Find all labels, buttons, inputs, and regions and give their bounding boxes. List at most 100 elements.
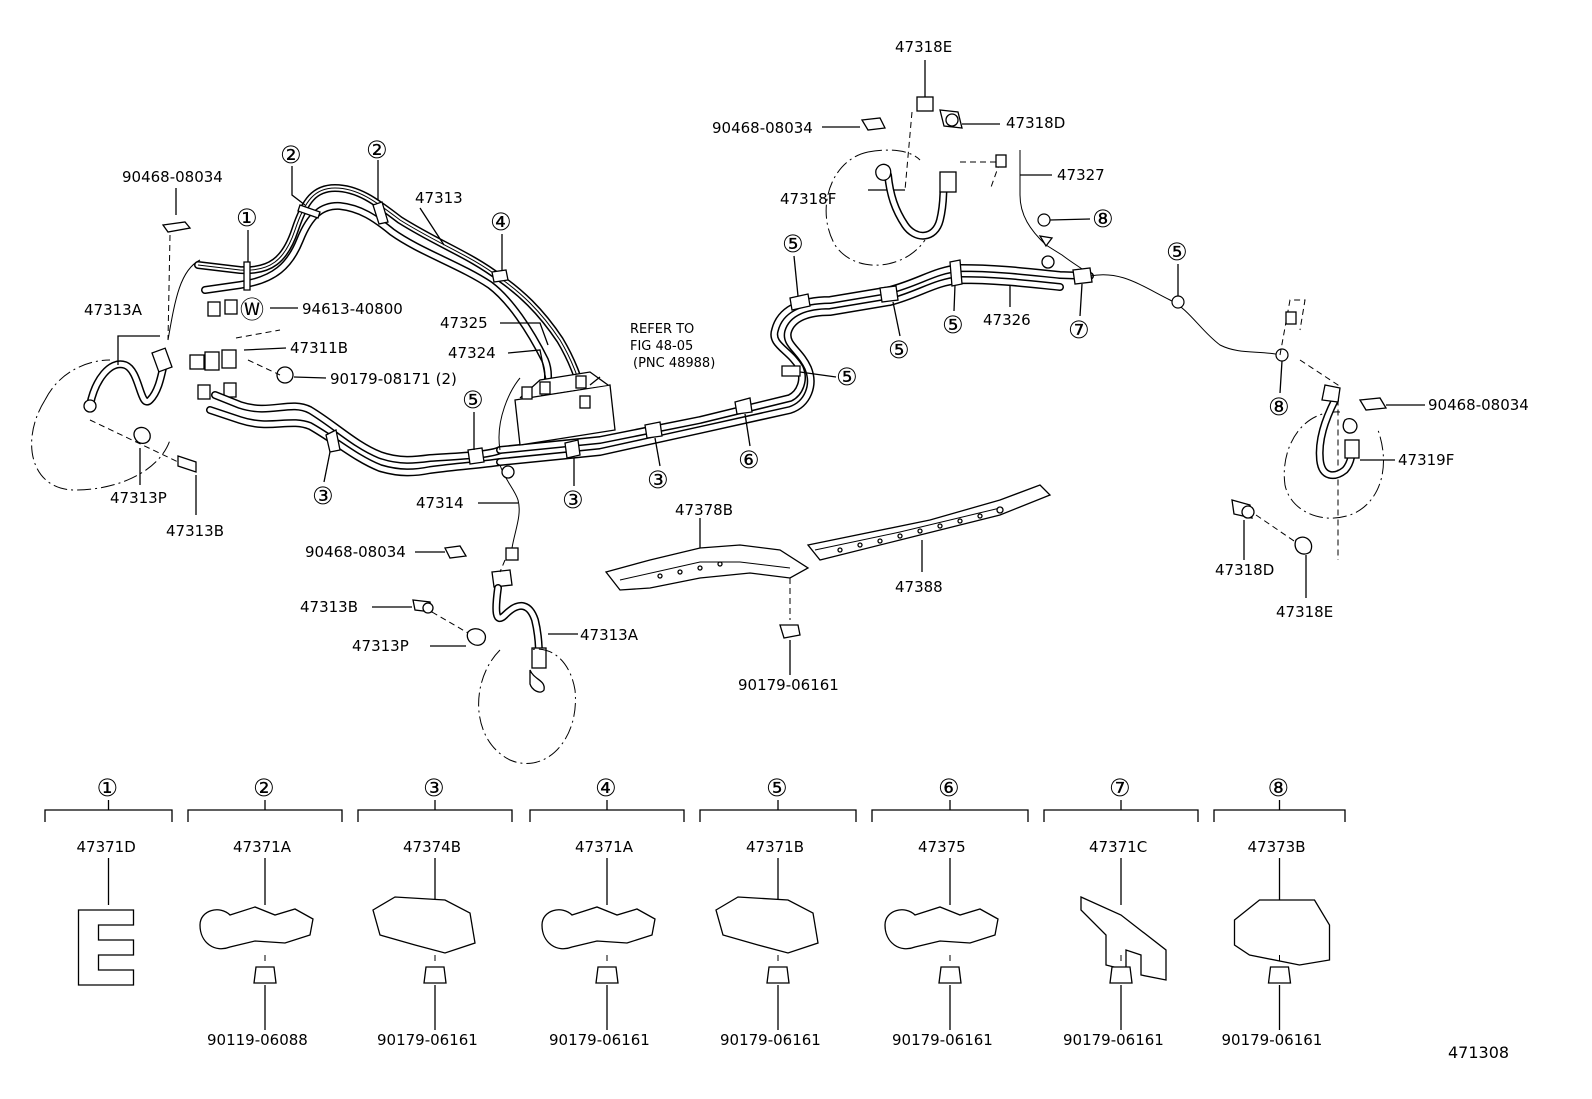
clamp-47371D-shape bbox=[77, 909, 135, 986]
callout-3a: ③ bbox=[312, 482, 334, 510]
clamp-group-number: ④ bbox=[595, 774, 617, 802]
group-bracket bbox=[44, 809, 173, 822]
callout-5c: ⑤ bbox=[782, 230, 804, 258]
clamp-block-shape bbox=[715, 896, 819, 954]
clamp-group-number: ② bbox=[253, 774, 275, 802]
clamp-group-2: ② 47371A 90119-06088 bbox=[187, 774, 343, 1049]
callout-W: Ⓦ bbox=[240, 296, 264, 324]
bolt-icon bbox=[938, 966, 962, 984]
label-47313A-left: 47313A bbox=[84, 301, 143, 319]
callout-4: ④ bbox=[490, 208, 512, 236]
bolt-icon bbox=[766, 966, 790, 984]
clamp-group-1: ① 47371D bbox=[44, 774, 173, 986]
label-47313B-left: 47313B bbox=[166, 522, 224, 540]
middle-brake-assembly bbox=[372, 464, 578, 764]
bolt-icon bbox=[595, 966, 619, 984]
refer-line-1: REFER TO bbox=[630, 322, 694, 337]
label-47313: 47313 bbox=[415, 189, 463, 207]
label-47318D-top: 47318D bbox=[1006, 114, 1065, 132]
bolt-icon bbox=[1109, 966, 1133, 984]
label-47325: 47325 bbox=[440, 314, 488, 332]
pipe-clamps bbox=[243, 201, 1093, 465]
group-bracket bbox=[1213, 809, 1346, 822]
label-90468-mid: 90468-08034 bbox=[305, 543, 406, 561]
bolt-part-label: 90179-06161 bbox=[892, 1031, 993, 1049]
label-47388: 47388 bbox=[895, 578, 943, 596]
right-brake-assembly bbox=[1231, 299, 1425, 598]
clamp-group-number: ⑥ bbox=[938, 774, 960, 802]
diagram-id: 471308 bbox=[1448, 1043, 1509, 1062]
callout-3c: ③ bbox=[647, 466, 669, 494]
group-bracket bbox=[699, 809, 857, 822]
label-47318F: 47318F bbox=[780, 190, 836, 208]
bolt-part-label: 90179-06161 bbox=[720, 1031, 821, 1049]
clamp-part-label: 47371C bbox=[1089, 838, 1147, 856]
clamp-part-label: 47371A bbox=[575, 838, 634, 856]
group-bracket bbox=[1043, 809, 1199, 822]
brackets bbox=[604, 484, 1052, 675]
label-94613: 94613-40800 bbox=[302, 300, 403, 318]
label-90179-06161-mid: 90179-06161 bbox=[738, 676, 839, 694]
group-bracket bbox=[357, 809, 513, 822]
callout-5d: ⑤ bbox=[888, 336, 910, 364]
label-47324: 47324 bbox=[448, 344, 496, 362]
callout-6: ⑥ bbox=[738, 446, 760, 474]
bolt-part-label: 90179-06161 bbox=[549, 1031, 650, 1049]
label-90468-top: 90468-08034 bbox=[712, 119, 813, 137]
clamp-multi-shape bbox=[199, 906, 314, 950]
bolt-part-label: 90119-06088 bbox=[207, 1031, 308, 1049]
clamp-multi-shape bbox=[884, 906, 999, 950]
label-47326: 47326 bbox=[983, 311, 1031, 329]
clamp-part-label: 47373B bbox=[1248, 838, 1306, 856]
clamp-group-number: ① bbox=[97, 774, 119, 802]
refer-line-2: FIG 48-05 bbox=[630, 339, 693, 354]
callout-8b: ⑧ bbox=[1268, 393, 1290, 421]
clamp-group-number: ⑦ bbox=[1109, 774, 1131, 802]
callout-5e: ⑤ bbox=[942, 311, 964, 339]
callout-5a: ⑤ bbox=[462, 386, 484, 414]
clamp-part-label: 47375 bbox=[918, 838, 966, 856]
fitting-cluster bbox=[189, 299, 327, 400]
clamp-block-shape bbox=[372, 896, 476, 954]
clamp-group-6: ⑥ 47375 90179-06161 bbox=[871, 774, 1029, 1049]
bolt-icon bbox=[253, 966, 277, 984]
callout-3b: ③ bbox=[562, 486, 584, 514]
group-bracket bbox=[187, 809, 343, 822]
clamp-part-label: 47371A bbox=[233, 838, 292, 856]
label-47327: 47327 bbox=[1057, 166, 1105, 184]
label-90468-left: 90468-08034 bbox=[122, 168, 223, 186]
bolt-icon bbox=[423, 966, 447, 984]
group-bracket bbox=[871, 809, 1029, 822]
clamp-part-label: 47371B bbox=[746, 838, 804, 856]
bracket-clip-left bbox=[161, 221, 192, 233]
upper-right-brake-assembly bbox=[822, 60, 1007, 266]
callout-5f: ⑤ bbox=[1166, 238, 1188, 266]
label-47318D-right: 47318D bbox=[1215, 561, 1274, 579]
callout-8a: ⑧ bbox=[1092, 205, 1114, 233]
label-47378B: 47378B bbox=[675, 501, 733, 519]
callout-1: ① bbox=[236, 204, 258, 232]
clamp-group-number: ③ bbox=[423, 774, 445, 802]
clamp-group-4: ④ 47371A 90179-06161 bbox=[529, 774, 685, 1049]
group-bracket bbox=[529, 809, 685, 822]
bolt-part-label: 90179-06161 bbox=[1222, 1031, 1323, 1049]
clamp-group-number: ⑤ bbox=[766, 774, 788, 802]
clamp-part-label: 47371D bbox=[77, 838, 136, 856]
left-brake-assembly bbox=[31, 234, 201, 515]
clamp-group-8: ⑧ 47373B 90179-06161 bbox=[1213, 774, 1346, 1049]
clamp-group-5: ⑤ 47371B 90179-06161 bbox=[699, 774, 857, 1049]
clamp-47373B-shape bbox=[1233, 899, 1331, 966]
callout-2a: ② bbox=[280, 141, 302, 169]
clamp-group-number: ⑧ bbox=[1268, 774, 1290, 802]
label-47319F: 47319F bbox=[1398, 451, 1454, 469]
label-47314: 47314 bbox=[416, 494, 464, 512]
bolt-part-label: 90179-06161 bbox=[377, 1031, 478, 1049]
callout-5b: ⑤ bbox=[836, 363, 858, 391]
label-47313A-mid: 47313A bbox=[580, 626, 639, 644]
label-90179-08171: 90179-08171 (2) bbox=[330, 370, 457, 388]
label-47313P-mid: 47313P bbox=[352, 637, 409, 655]
callout-2b: ② bbox=[366, 136, 388, 164]
